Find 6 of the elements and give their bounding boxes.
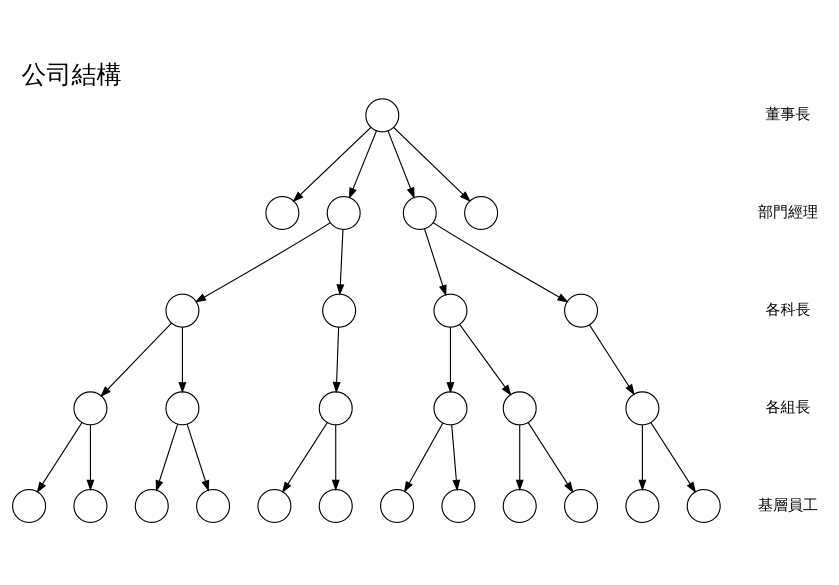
label: 董事長	[765, 106, 810, 124]
label: 基層員工	[758, 496, 818, 514]
diagram-title: 公司結構	[22, 60, 122, 90]
label: 各組長	[765, 399, 810, 416]
label: 各科長	[765, 302, 810, 319]
label: 部門經理	[758, 204, 818, 221]
